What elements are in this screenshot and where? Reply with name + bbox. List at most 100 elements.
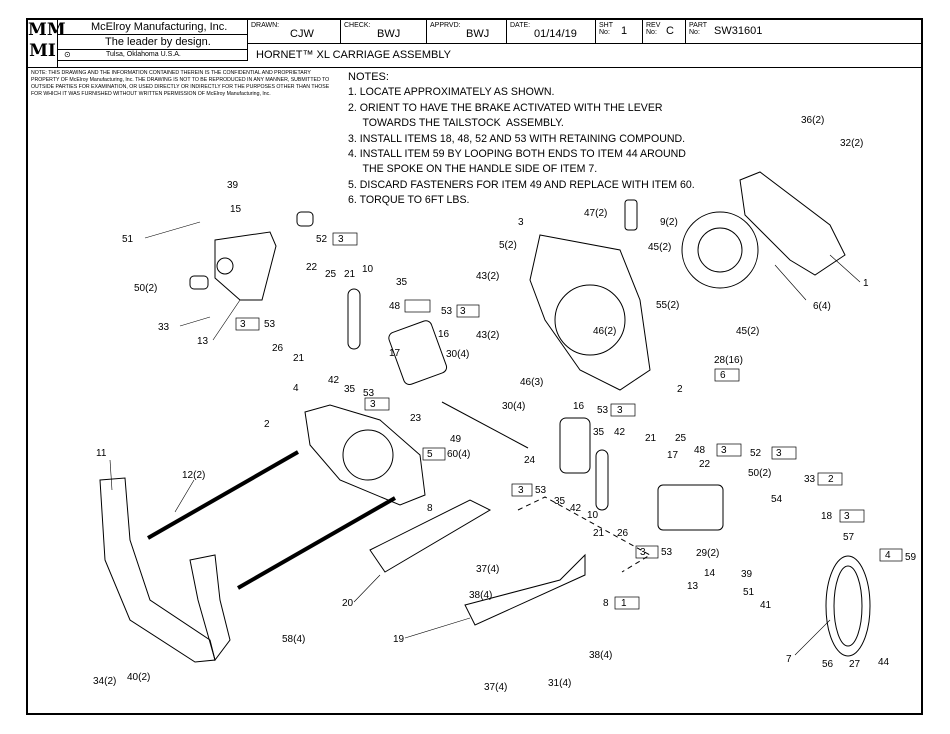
note-item: 5. DISCARD FASTENERS FOR ITEM 49 AND REP… [348, 178, 695, 191]
callout: 46(3) [520, 377, 543, 388]
callout: 28(16) [714, 355, 743, 366]
callout: 14 [704, 568, 716, 579]
callout: 30(4) [502, 401, 525, 412]
callout: 32(2) [840, 138, 863, 149]
stand-part [99, 477, 216, 663]
callout: 3 [518, 217, 524, 228]
callout: 56 [822, 659, 834, 670]
apprvd-label: APPRVD: [430, 22, 461, 29]
callout: 48 [389, 301, 401, 312]
carriage-bore-part [342, 429, 394, 481]
callout: 53 [597, 405, 609, 416]
note-item: 4. INSTALL ITEM 59 BY LOOPING BOTH ENDS … [348, 148, 686, 161]
callout: 1 [863, 278, 869, 289]
date-cell: DATE: 01/14/19 [507, 20, 596, 44]
title-block-divider [28, 67, 921, 68]
callout: 3 [370, 399, 376, 410]
date-label: DATE: [510, 22, 531, 29]
callout: 42 [570, 503, 582, 514]
notes-title: NOTES: [348, 71, 389, 83]
date-value: 01/14/19 [534, 28, 577, 40]
note-flag [817, 472, 843, 486]
apprvd-value: BWJ [466, 28, 490, 40]
company-logo: MM MI [28, 20, 66, 68]
callout: 35 [344, 384, 356, 395]
note-flag [456, 304, 480, 318]
callout: 21 [293, 353, 305, 364]
copyright-icon: ⊙ [64, 50, 71, 59]
rev-value: C [666, 25, 674, 37]
callout: 21 [645, 433, 657, 444]
note-flag [511, 483, 533, 497]
callout: 6 [720, 370, 726, 381]
callout: 5(2) [499, 240, 517, 251]
check-label: CHECK: [344, 22, 371, 29]
note-flag [364, 397, 390, 411]
note-flag [610, 403, 636, 417]
callout: 29(2) [696, 548, 719, 559]
callout: 21 [344, 269, 356, 280]
company-location: Tulsa, Oklahoma U.S.A. [106, 51, 181, 58]
part-cell: PART No: SW31601 [686, 20, 921, 44]
callout: 38(4) [589, 650, 612, 661]
callout: 38(4) [469, 590, 492, 601]
callout: 53 [661, 547, 673, 558]
callout: 3 [460, 306, 466, 317]
leader-line [179, 316, 211, 327]
rail-part [369, 499, 492, 573]
leader-line [794, 619, 831, 656]
callout: 52 [316, 234, 328, 245]
note-flag [879, 548, 903, 562]
callout: 59 [905, 552, 917, 563]
note-item: 1. LOCATE APPROXIMATELY AS SHOWN. [348, 86, 555, 99]
callout: 3 [518, 485, 524, 496]
callout: 16 [438, 329, 450, 340]
leader-lines [109, 221, 861, 656]
check-cell: CHECK: BWJ [341, 20, 427, 44]
half-ring-part [739, 171, 846, 276]
callout: 34(2) [93, 676, 116, 687]
note-flag [235, 317, 260, 331]
callout: 33 [158, 322, 170, 333]
rev-label: REV No: [646, 22, 661, 36]
callout: 19 [393, 634, 405, 645]
note-flag [332, 232, 358, 246]
logo-text-bottom: MI [29, 41, 56, 61]
callout: 2 [828, 474, 834, 485]
callout: 47(2) [584, 208, 607, 219]
bushing-part [189, 275, 209, 290]
callout: 4 [885, 550, 891, 561]
sheet-label: SHT No: [599, 22, 613, 36]
callout: 49 [450, 434, 462, 445]
callout: 11 [96, 448, 107, 459]
assembly-line [517, 496, 651, 573]
note-flag [716, 443, 742, 457]
part-outlines [99, 171, 871, 663]
callout: 16 [573, 401, 585, 412]
callout: 35 [554, 496, 566, 507]
sheet-cell: SHT No: 1 [596, 20, 643, 44]
callout: 10 [587, 510, 599, 521]
callout: 13 [687, 581, 699, 592]
callout: 30(4) [446, 349, 469, 360]
callout: 57 [843, 532, 855, 543]
leader-line [174, 479, 195, 513]
callout: 3 [617, 405, 623, 416]
company-name: McElroy Manufacturing, Inc. [91, 21, 228, 33]
brake-housing-part [214, 231, 277, 301]
handwheel-inner-part [833, 565, 863, 647]
callout: 53 [264, 319, 276, 330]
drawn-label: DRAWN: [251, 22, 280, 29]
callout: 50(2) [134, 283, 157, 294]
callout: 23 [410, 413, 422, 424]
sheet-value: 1 [621, 25, 628, 37]
callout: 8 [427, 503, 433, 514]
callout: 2 [264, 419, 270, 430]
callout: 12(2) [182, 470, 205, 481]
callout: 44 [878, 657, 890, 668]
company-tagline: The leader by design. [105, 36, 211, 48]
callout: 43(2) [476, 271, 499, 282]
callout: 22 [306, 262, 318, 273]
leader-line [212, 299, 241, 341]
